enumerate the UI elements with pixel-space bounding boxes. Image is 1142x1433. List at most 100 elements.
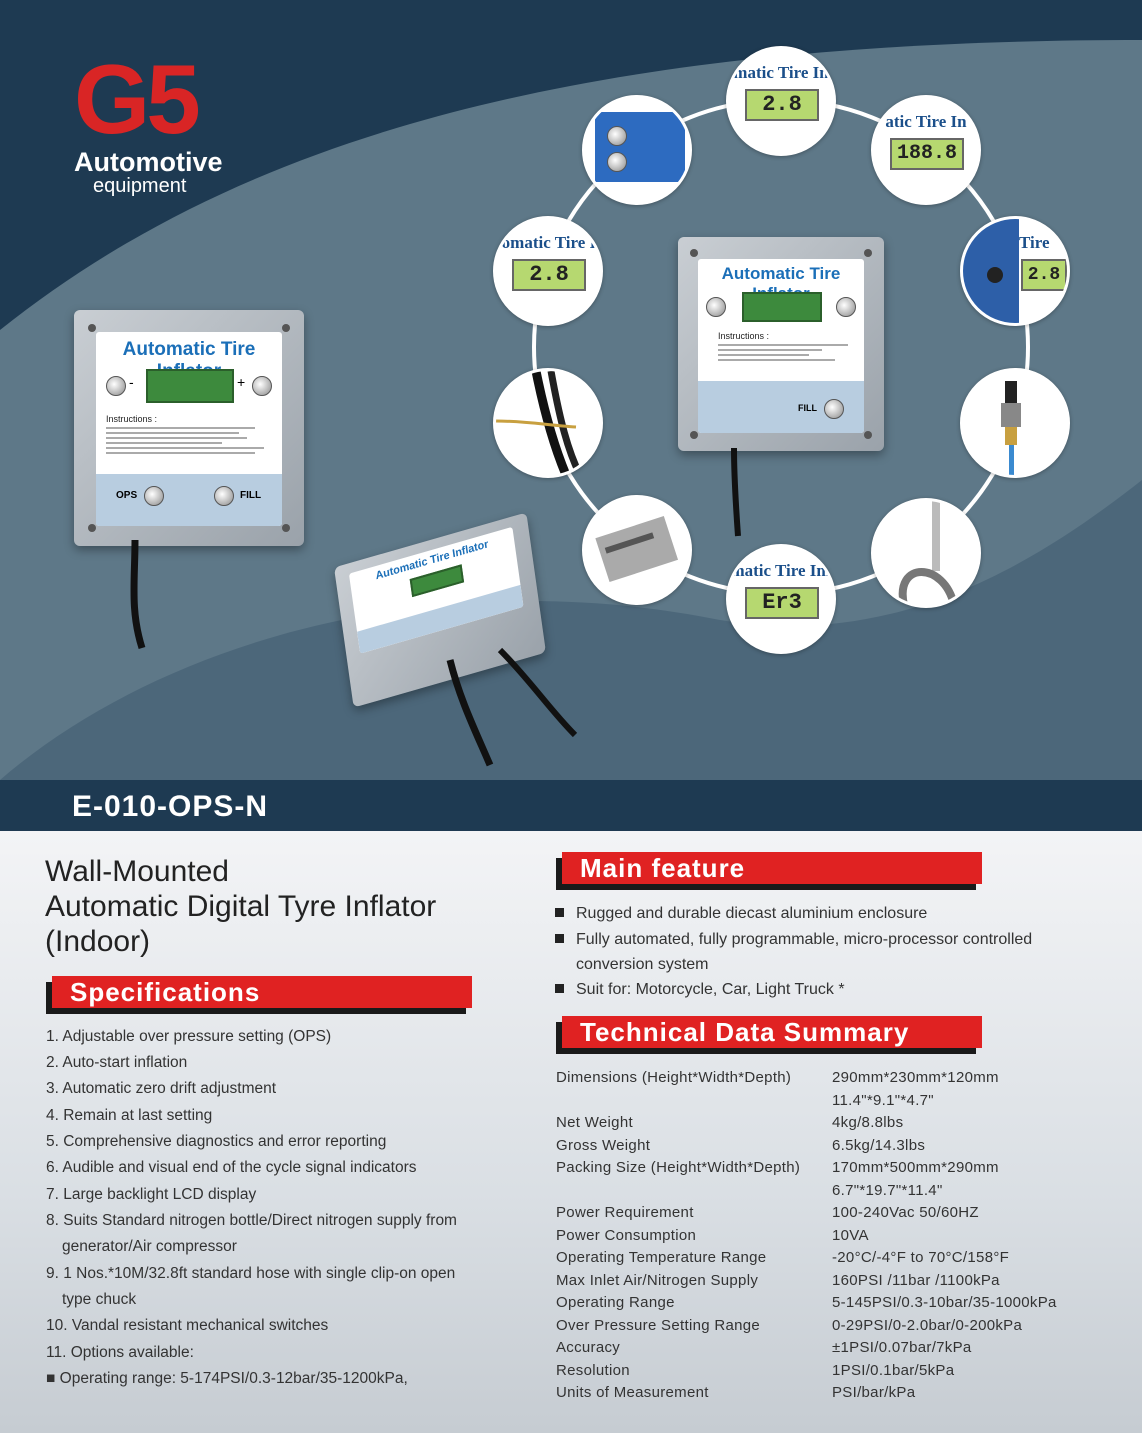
tech-value: 100-240Vac 50/60HZ [832,1204,979,1221]
tech-label: Dimensions (Height*Width*Depth) [556,1069,792,1086]
ops-button-icon [144,486,164,506]
tech-value: 11.4"*9.1"*4.7" [832,1092,934,1109]
feature-item-cont: conversion system [576,956,709,973]
closeup-button-icon [607,152,627,172]
feature-item: Fully automated, fully programmable, mic… [555,931,1032,949]
spec-item: ■ Operating range: 5-174PSI/0.3-12bar/35… [46,1370,408,1387]
circle-title: Tire [1019,233,1050,252]
spec-item: 6. Audible and visual end of the cycle s… [46,1159,417,1176]
center-instructions-label: Instructions : [718,331,770,341]
tech-value: 4kg/8.8lbs [832,1114,904,1131]
tech-label: Net Weight [556,1114,633,1131]
circle-side-lcd: Tire 2.8 [960,216,1070,326]
chuck-icon [898,501,958,605]
device-front-view: Automatic Tire Inflator - + Instructions… [74,310,304,546]
tech-value: PSI/bar/kPa [832,1384,916,1401]
spec-item: 3. Automatic zero drift adjustment [46,1080,277,1097]
knob-icon [987,267,1003,283]
spec-item: 11. Options available: [46,1344,194,1361]
circle-lcd: 2.8 [1021,259,1067,291]
circle-pressure-sensor [960,368,1070,478]
circle-title: matic Tire In [733,63,829,82]
center-minus-button-icon [706,297,726,317]
instructions-label: Instructions : [106,414,158,424]
tech-value: 160PSI /11bar /1100kPa [832,1272,1000,1289]
tech-value: 6.5kg/14.3lbs [832,1137,926,1154]
spec-item: 9. 1 Nos.*10M/32.8ft standard hose with … [46,1265,456,1282]
fill-button-icon [214,486,234,506]
hero-section: G5 Automotive equipment Automatic Tire I… [0,40,1142,823]
logo-text-automotive: Automotive [74,147,223,177]
circle-lcd: 2.8 [745,89,819,121]
feature-item: Rugged and durable diecast aluminium enc… [555,905,927,923]
spec-item: 8. Suits Standard nitrogen bottle/Direct… [46,1212,457,1229]
circle-lcd: 2.8 [512,259,586,291]
logo-mark: G5 [74,44,201,154]
logo-text-equipment: equipment [93,175,187,197]
brand-logo: G5 Automotive equipment [74,44,234,197]
center-bottom-band: FILL [698,381,864,433]
tech-label: Over Pressure Setting Range [556,1317,761,1334]
tech-label: Power Consumption [556,1227,697,1244]
sensor-icon [1001,381,1021,475]
lcd-display [146,369,234,403]
center-instructions: Instructions : [718,331,848,364]
circle-lcd: 188.8 [890,138,964,170]
tech-label: Gross Weight [556,1137,651,1154]
spec-item: 2. Auto-start inflation [46,1054,188,1071]
tech-value: 1PSI/0.1bar/5kPa [832,1362,955,1379]
power-supply-icon [595,516,679,583]
tech-value: 5-145PSI/0.3-10bar/35-1000kPa [832,1294,1057,1311]
circle-title: atic Tire In [885,112,967,131]
minus-sign: - [129,374,134,390]
circle-lcd: Er3 [745,587,819,619]
minus-button-icon [106,376,126,396]
ops-label: OPS [116,490,138,501]
plus-sign: + [237,374,246,390]
tech-label: Max Inlet Air/Nitrogen Supply [556,1272,759,1289]
hose-icon [496,371,584,475]
hose-cables [446,647,578,767]
spec-item: type chuck [62,1291,137,1308]
center-plus-button-icon [836,297,856,317]
circle-buttons-closeup [582,95,692,205]
tech-value: 0-29PSI/0-2.0bar/0-200kPa [832,1317,1023,1334]
tech-label: Operating Range [556,1294,675,1311]
device-bottom-band: OPS FILL [96,474,282,526]
spec-item: generator/Air compressor [62,1238,237,1255]
tech-value: ±1PSI/0.07bar/7kPa [832,1339,972,1356]
power-cable [130,540,146,650]
tech-label: Resolution [556,1362,630,1379]
tech-label: Accuracy [556,1339,621,1356]
center-label-panel: Automatic Tire Inflator Instructions : F… [698,259,864,433]
info-section: Wall-Mounted Automatic Digital Tyre Infl… [0,831,1142,1433]
instructions-block: Instructions : [106,414,272,457]
tech-label: Power Requirement [556,1204,694,1221]
tech-value: 170mm*500mm*290mm [832,1159,999,1176]
center-lcd [742,292,822,322]
tech-label: Packing Size (Height*Width*Depth) [556,1159,801,1176]
tech-value: 6.7"*19.7"*11.4" [832,1182,943,1199]
circle-hose-coil [493,368,603,478]
circle-lcd-error: matic Tire Inf Er3 [726,544,836,654]
tech-label: Units of Measurement [556,1384,709,1401]
device-label-panel: Automatic Tire Inflator - + Instructions… [96,332,282,526]
circle-lcd-2-8: matic Tire In 2.8 [726,46,836,156]
spec-item: 10. Vandal resistant mechanical switches [46,1317,329,1334]
spec-item: 5. Comprehensive diagnostics and error r… [46,1133,387,1150]
tech-label: Operating Temperature Range [556,1249,767,1266]
center-fill-button-icon [824,399,844,419]
circle-hose-chuck [871,498,981,608]
circle-lcd-test: atic Tire In 188.8 [871,95,981,205]
main-feature-header: Main feature [556,852,982,890]
circle-power-supply [582,495,692,605]
spec-item: 4. Remain at last setting [46,1107,213,1124]
tech-value: 10VA [832,1227,869,1244]
center-cable [731,448,741,537]
device-center-view: Automatic Tire Inflator Instructions : F… [678,237,884,451]
circle-lcd-side: tomatic Tire Infla 2.8 [493,216,603,326]
fill-label: FILL [240,490,262,501]
closeup-button-icon [607,126,627,146]
circle-title: matic Tire Inf [730,561,832,580]
circle-title: tomatic Tire Infla [496,233,600,252]
